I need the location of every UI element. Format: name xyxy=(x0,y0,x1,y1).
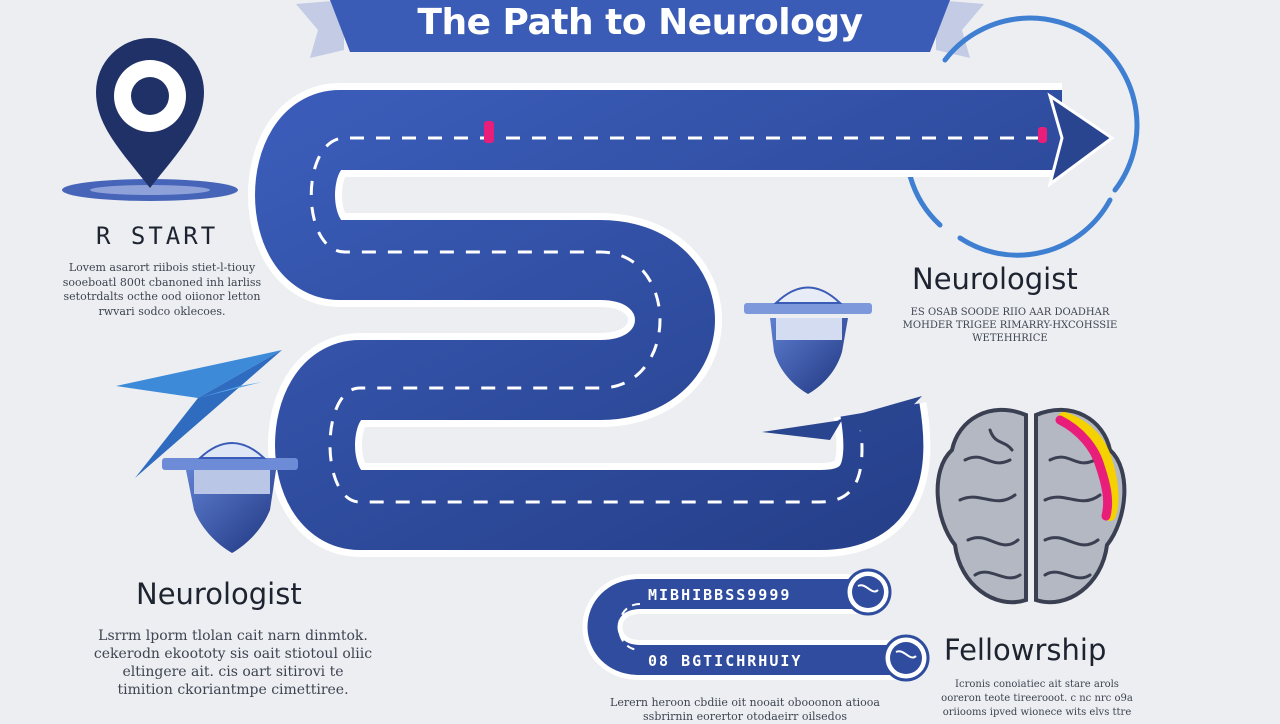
brain-icon xyxy=(935,408,1127,605)
text-line: MOHDER TRIGEE RIMARRY-HXCOHSSIE xyxy=(902,320,1118,331)
text-line: setotrdalts octhe ood oiionor letton xyxy=(63,290,261,303)
fellowship-heading: Fellowrship xyxy=(944,633,1107,667)
mini-track xyxy=(582,574,900,680)
fellowship-description: Icronis conoiatiec ait stare arols oorer… xyxy=(926,678,1148,720)
title-banner xyxy=(296,0,984,58)
graduation-cap-pin-icon xyxy=(744,286,872,394)
text-line: Lsrrm lporm tlolan cait narn dinmtok. xyxy=(98,628,368,644)
text-line: eltingere ait. cis oart sitirovi te xyxy=(122,664,344,680)
road-tail xyxy=(838,396,922,440)
start-description: Lovem asarort riibois stiet-l-tiouy sooe… xyxy=(44,261,280,319)
progress-marker xyxy=(1038,127,1047,143)
globe-icon[interactable] xyxy=(844,568,892,616)
text-line: Lerern heroon cbdiie oit nooait obooonon… xyxy=(610,696,880,709)
map-pin-icon xyxy=(62,38,238,201)
text-line: oriiooms ipved wionece wits elvs ttre xyxy=(942,707,1132,718)
text-line: cekerodn ekoototy sis oait stiotoul olii… xyxy=(93,646,373,662)
road-arrow-head xyxy=(1047,92,1115,188)
text-line: ES OSAB SOODE RIIO AAR DOADHAR xyxy=(910,307,1110,318)
page-title: The Path to Neurology xyxy=(417,2,863,43)
text-line: WETEHHRICE xyxy=(972,333,1048,344)
text-line: ooreron teote tireerooot. c nc nrc o9a xyxy=(941,693,1133,704)
graduation-cap-pin-icon xyxy=(162,442,298,553)
text-line: ssbrirnin eorertor otodaeirr oilsedos xyxy=(643,710,847,723)
text-line: sooeboatl 800t cbanoned inh larliss xyxy=(62,275,262,289)
text-line: Icronis conoiatiec ait stare arols xyxy=(955,679,1119,690)
step-label-2: 08 BGTICHRHUIY xyxy=(648,652,803,670)
text-line: Lovem asarort riibois stiet-l-tiouy xyxy=(68,261,256,274)
globe-icon[interactable] xyxy=(882,634,930,682)
paper-plane-icon xyxy=(116,350,282,478)
progress-marker xyxy=(484,121,494,143)
neurologist-left-description: Lsrrm lporm tlolan cait narn dinmtok. ce… xyxy=(68,627,398,699)
road-lane-dashes xyxy=(309,136,1040,504)
neurologist-heading-right: Neurologist xyxy=(912,262,1078,296)
text-line: timition ckoriantmpe cimettiree. xyxy=(117,682,349,698)
start-label: R START xyxy=(96,222,219,250)
winding-road xyxy=(255,90,1062,550)
neurologist-heading-left: Neurologist xyxy=(136,577,302,611)
text-line: rwvari sodco oklecoes. xyxy=(98,304,226,318)
step-label-1: MIBHIBBSS9999 xyxy=(648,586,792,604)
neurologist-right-description: ES OSAB SOODE RIIO AAR DOADHAR MOHDER TR… xyxy=(900,306,1120,345)
